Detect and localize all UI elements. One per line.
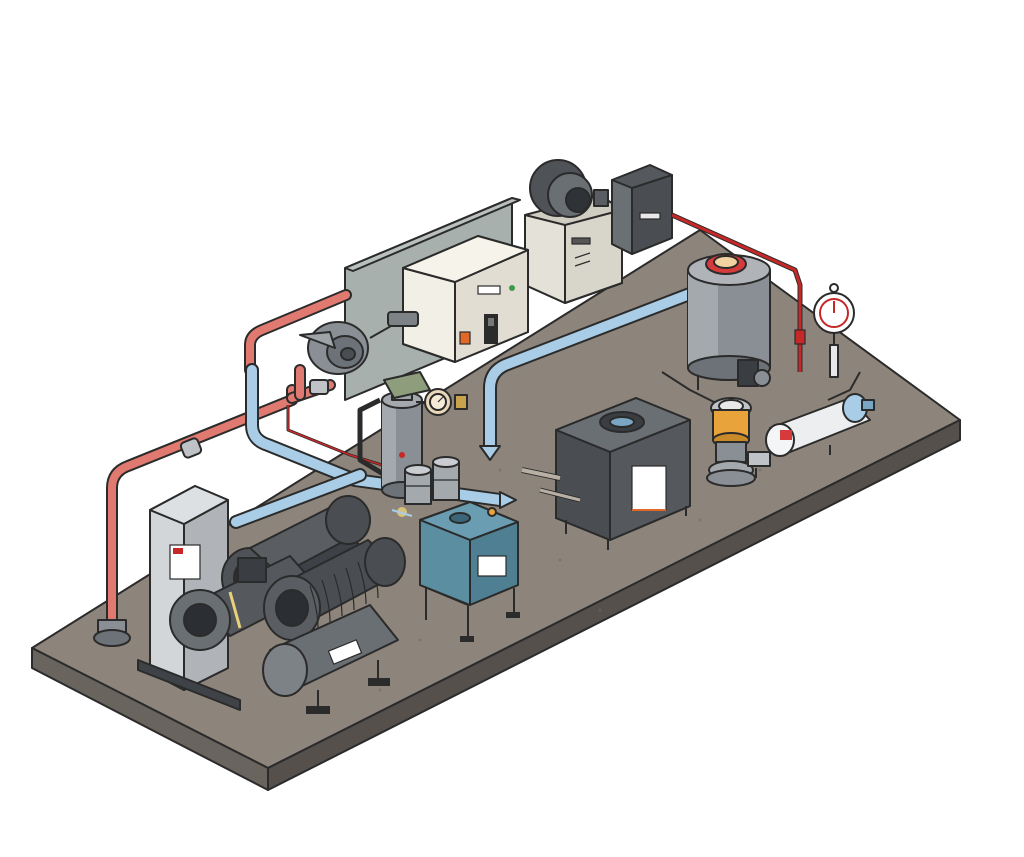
valve-icon [747, 393, 875, 478]
floor-side-right [267, 419, 961, 791]
signal-lines [286, 212, 861, 481]
junction-sparkle [391, 507, 413, 517]
furnace-icon [521, 397, 691, 550]
gauge-icon [416, 388, 468, 416]
signal-relay [794, 329, 806, 345]
cold-pipe-network [229, 283, 707, 529]
heater-icon [419, 501, 520, 642]
box-handle [484, 314, 498, 344]
compressor-icon [169, 495, 406, 714]
junction-box-icon [611, 164, 673, 255]
fan-icon [529, 159, 609, 218]
motor-housing [524, 194, 623, 304]
electrical-box-icon [402, 235, 529, 363]
tank-icon [381, 371, 431, 499]
blower-fan [299, 311, 419, 375]
pressure-gauge [813, 283, 855, 378]
filter-icon [404, 456, 460, 505]
pump-icon [706, 397, 756, 487]
flow-arrow-down [479, 445, 501, 461]
flow-arrow-right [499, 491, 517, 509]
upright-tank [687, 253, 771, 390]
pipe-coupling [93, 379, 329, 647]
